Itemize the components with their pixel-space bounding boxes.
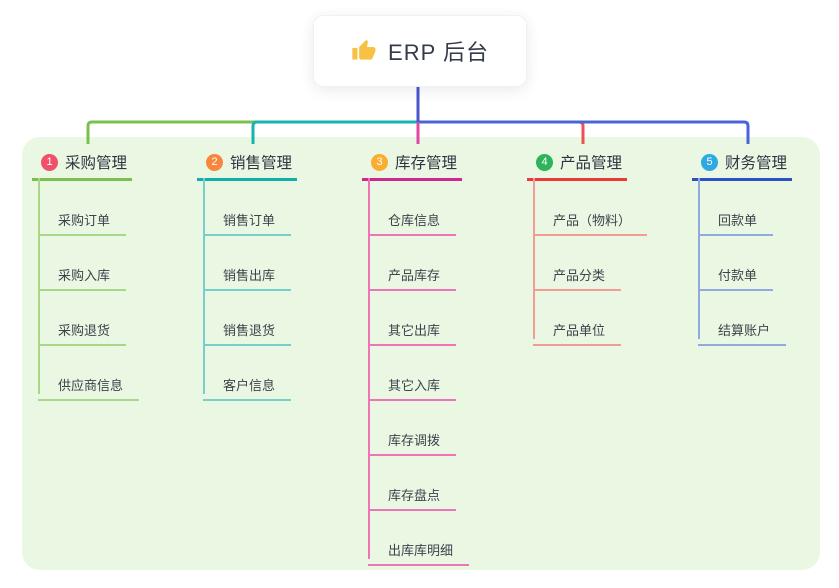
node-item[interactable]: 回款单 [698,203,774,236]
branches-panel [22,137,820,570]
child-branch-line [203,178,205,394]
node-item[interactable]: 供应商信息 [38,368,140,401]
branch-title-3[interactable]: 3 库存管理 [362,146,462,181]
node-item[interactable]: 库存调拨 [368,423,457,456]
node-item[interactable]: 采购订单 [38,203,127,236]
branch-title-label: 采购管理 [65,155,128,172]
branch-number-badge: 4 [536,153,553,171]
branch-title-label: 销售管理 [230,155,293,172]
node-item[interactable]: 销售订单 [203,203,292,236]
branch-column-1: 1 采购管理采购订单采购入库采购退货供应商信息 [32,146,192,401]
branch-column-2: 2 销售管理销售订单销售出库销售退货客户信息 [197,146,357,401]
branch-title-label: 产品管理 [560,155,623,172]
node-item[interactable]: 销售出库 [203,258,292,291]
node-item[interactable]: 采购退货 [38,313,127,346]
branch-column-3: 3 库存管理仓库信息产品库存其它出库其它入库库存调拨库存盘点出库库明细 [362,146,522,566]
child-branch-line [533,178,535,339]
branch-title-1[interactable]: 1 采购管理 [32,146,132,181]
node-item[interactable]: 其它出库 [368,313,457,346]
root-node[interactable]: ERP 后台 [313,15,527,87]
branch-title-4[interactable]: 4 产品管理 [527,146,627,181]
node-item[interactable]: 采购入库 [38,258,127,291]
node-item[interactable]: 销售退货 [203,313,292,346]
branch-column-5: 5 财务管理回款单付款单结算账户 [692,146,839,346]
node-item[interactable]: 产品分类 [533,258,622,291]
node-item[interactable]: 其它入库 [368,368,457,401]
child-branch-line [368,178,370,559]
branch-title-5[interactable]: 5 财务管理 [692,146,792,181]
node-item[interactable]: 产品（物料） [533,203,648,236]
node-item[interactable]: 出库库明细 [368,533,470,566]
branch-number-badge: 3 [371,153,388,171]
node-item[interactable]: 库存盘点 [368,478,457,511]
branch-title-2[interactable]: 2 销售管理 [197,146,297,181]
branch-column-4: 4 产品管理产品（物料） 产品分类产品单位 [527,146,687,346]
node-item[interactable]: 产品单位 [533,313,622,346]
node-item[interactable]: 结算账户 [698,313,787,346]
child-branch-line [698,178,700,339]
thumbs-up-icon [351,38,377,64]
child-branch-line [38,178,40,394]
node-item[interactable]: 付款单 [698,258,774,291]
node-item[interactable]: 产品库存 [368,258,457,291]
branch-number-badge: 1 [41,153,58,171]
node-item[interactable]: 仓库信息 [368,203,457,236]
node-item[interactable]: 客户信息 [203,368,292,401]
branch-number-badge: 2 [206,153,223,171]
branch-number-badge: 5 [701,153,718,171]
root-title: ERP 后台 [388,40,489,65]
branch-title-label: 财务管理 [725,155,788,172]
branch-title-label: 库存管理 [395,155,458,172]
